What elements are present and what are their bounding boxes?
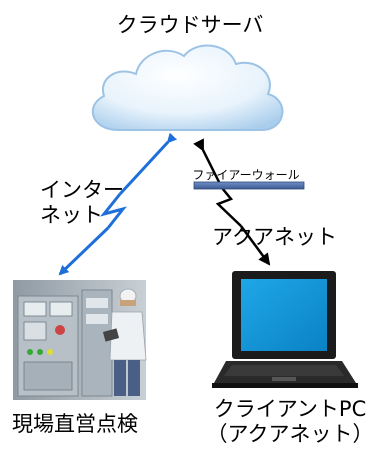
site-inspection-label: 現場直営点検 [12,412,138,436]
internet-label-line2: ネット [40,203,103,227]
laptop-icon [212,271,358,388]
firewall-label: ファイアーウォール [192,168,299,182]
client-network-label: （アクアネット） [207,422,374,446]
cloud-icon [91,44,284,131]
aquanet-label: アクアネット [212,225,337,249]
internet-link [58,132,178,276]
inspection-photo [13,280,147,400]
laptop-screen [241,279,327,351]
internet-label-line1: インター [40,178,124,202]
cloud-server-label: クラウドサーバ [117,13,264,37]
client-pc-label: クライアントPC [214,397,367,421]
firewall-bar-icon [193,181,305,190]
